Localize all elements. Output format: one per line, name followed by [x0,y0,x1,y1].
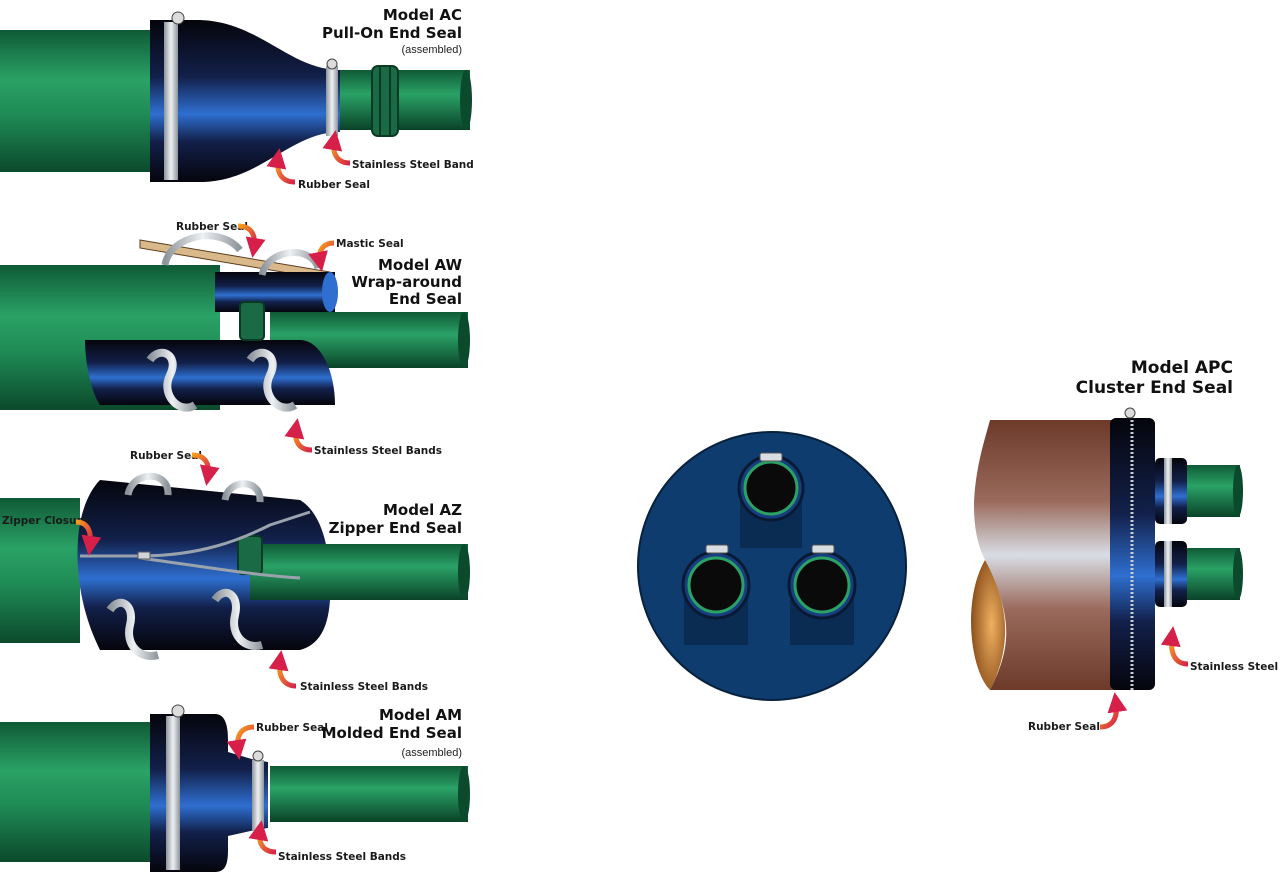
model-am-note: (assembled) [401,747,462,759]
arrow-icon [75,519,102,556]
model-aw-label-rubber-seal: Rubber Seal [176,221,248,233]
model-ac-label-band: Stainless Steel Band [352,159,474,171]
arrow-icon [1160,626,1189,667]
arrow-icon [237,223,266,258]
arrow-icon [1099,692,1128,730]
arrow-icon [284,418,313,453]
model-apc-label-stainless: Stainless Steel [1190,661,1278,673]
model-ac-desc: Pull-On End Seal [322,24,462,42]
model-apc-label-rubber-seal: Rubber Seal [1028,721,1100,733]
arrow-icon [226,724,255,760]
arrow-icon [191,452,220,486]
model-az-name: Model AZ [383,501,462,519]
model-apc-name: Model APC [1131,358,1233,378]
model-az-label-zipper: Zipper Closure [2,515,89,527]
model-am-label-rubber-seal: Rubber Seal [256,722,328,734]
model-am-illustration [0,704,470,872]
model-az-label-bands: Stainless Steel Bands [300,681,428,693]
model-apc-illustration [971,407,1243,690]
model-ac-name: Model AC [383,6,462,24]
arrow-icon [308,240,335,272]
model-az-desc: Zipper End Seal [329,519,462,537]
model-apc-desc: Cluster End Seal [1076,378,1233,398]
model-aw-label-bands: Stainless Steel Bands [314,445,442,457]
model-am-label-bands: Stainless Steel Bands [278,851,406,863]
model-am-desc: Molded End Seal [322,724,462,742]
model-ac-label-rubber-seal: Rubber Seal [298,179,370,191]
model-aw-illustration [0,232,470,412]
arrow-icon [266,148,296,185]
cluster-end-view-illustration [637,431,907,701]
model-aw-desc1: Wrap-around [351,273,462,291]
model-az-label-rubber-seal: Rubber Seal [130,450,202,462]
model-am-name: Model AM [379,706,462,724]
model-aw-name: Model AW [378,256,462,274]
arrow-icon [268,650,297,689]
model-ac-illustration [0,11,472,182]
arrow-icon [248,820,277,855]
arrow-icon [322,130,351,166]
model-ac-note: (assembled) [401,44,462,56]
model-az-illustration [0,472,470,660]
model-aw-label-mastic: Mastic Seal [336,238,404,250]
model-aw-desc2: End Seal [389,290,462,308]
